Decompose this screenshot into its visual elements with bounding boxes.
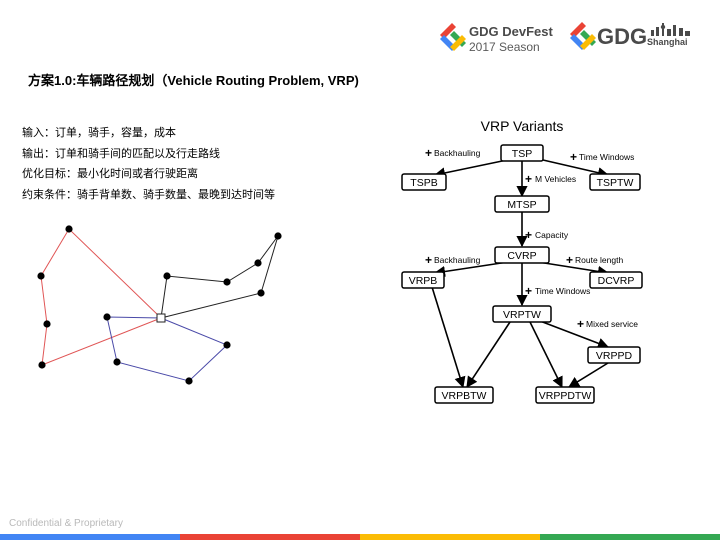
svg-text:DCVRP: DCVRP (598, 275, 635, 287)
edge-label-backhauling-2: Backhauling (434, 255, 481, 265)
gdg-shanghai-logo: GDG Shanghai (570, 18, 700, 62)
route-blue (106, 316, 228, 382)
bullet-output: 输出：订单和骑手间的匹配以及行走路线 (22, 146, 220, 160)
route-red (40, 228, 162, 366)
plus-icon: + (566, 253, 573, 267)
node-mtsp: MTSP (494, 195, 550, 213)
node-vrptw: VRPTW (492, 305, 552, 323)
svg-text:TSPB: TSPB (410, 177, 437, 189)
bullet-list: 输入：订单，骑手，容量，成本 输出：订单和骑手间的匹配以及行走路线 优化目标：最… (22, 123, 275, 205)
bullet-constraints: 约束条件：骑手背单数、骑手数量、最晚到达时间等 (22, 187, 275, 201)
plus-icon: + (525, 284, 532, 298)
node-dcvrp: DCVRP (589, 271, 643, 289)
node-tsp: TSP (500, 144, 544, 162)
customer-nodes (37, 225, 282, 385)
bar-red (180, 534, 360, 540)
diagram-edges (431, 159, 610, 389)
diagram-title: VRP Variants (481, 118, 564, 134)
node-vrpb: VRPB (401, 271, 445, 289)
plus-icon: + (570, 150, 577, 164)
edge-label-mixed-service: Mixed service (586, 319, 638, 329)
plus-icon: + (577, 317, 584, 331)
svg-text:MTSP: MTSP (507, 199, 536, 211)
svg-text:CVRP: CVRP (507, 250, 536, 262)
google-color-bar (0, 534, 720, 540)
bar-yellow (360, 534, 540, 540)
slide-title: 方案1.0:车辆路径规划（Vehicle Routing Problem, VR… (28, 73, 359, 88)
depot-node (156, 313, 166, 323)
bar-blue (0, 534, 180, 540)
svg-text:VRPPD: VRPPD (596, 350, 633, 362)
gdg-chevron-icon (440, 23, 466, 51)
gdg-devfest-logo: GDG DevFest 2017 Season (440, 21, 560, 61)
vrp-variants-diagram: VRP Variants TSP TSPB TSPTW MTSP CVRP V (401, 118, 643, 404)
edge-label-time-windows-2: Time Windows (535, 286, 590, 296)
route-black-1 (160, 235, 279, 319)
route-graph (37, 225, 282, 385)
svg-text:VRPB: VRPB (409, 275, 438, 287)
edge-label-capacity: Capacity (535, 230, 569, 240)
svg-text:TSP: TSP (512, 148, 532, 160)
edge-label-m-vehicles: M Vehicles (535, 174, 576, 184)
svg-text:TSPTW: TSPTW (597, 177, 634, 189)
svg-text:VRPPDTW: VRPPDTW (539, 390, 592, 402)
gdg-chevron-icon (570, 22, 596, 50)
devfest-title: GDG DevFest (469, 24, 553, 39)
devfest-subtitle: 2017 Season (469, 40, 540, 54)
svg-text:VRPBTW: VRPBTW (442, 390, 487, 402)
gdg-mark: GDG (597, 24, 648, 49)
node-vrpbtw: VRPBTW (434, 386, 494, 404)
node-tsptw: TSPTW (589, 173, 641, 191)
node-vrppd: VRPPD (587, 346, 641, 364)
node-tspb: TSPB (401, 173, 447, 191)
edge-label-time-windows-1: Time Windows (579, 152, 634, 162)
node-cvrp: CVRP (494, 246, 550, 264)
gdg-city: Shanghai (647, 37, 688, 47)
bullet-input: 输入：订单，骑手，容量，成本 (22, 126, 176, 139)
node-vrppdtw: VRPPDTW (535, 386, 595, 404)
svg-text:VRPTW: VRPTW (503, 309, 541, 321)
plus-icon: + (525, 228, 532, 242)
plus-icon: + (425, 146, 432, 160)
plus-icon: + (525, 172, 532, 186)
edge-label-route-length: Route length (575, 255, 623, 265)
bar-green (540, 534, 720, 540)
bullet-objective: 优化目标：最小化时间或者行驶距离 (22, 167, 198, 180)
skyline-icon (651, 23, 690, 36)
edge-label-backhauling-1: Backhauling (434, 148, 481, 158)
plus-icon: + (425, 253, 432, 267)
footer-confidential: Confidential & Proprietary (9, 518, 123, 529)
